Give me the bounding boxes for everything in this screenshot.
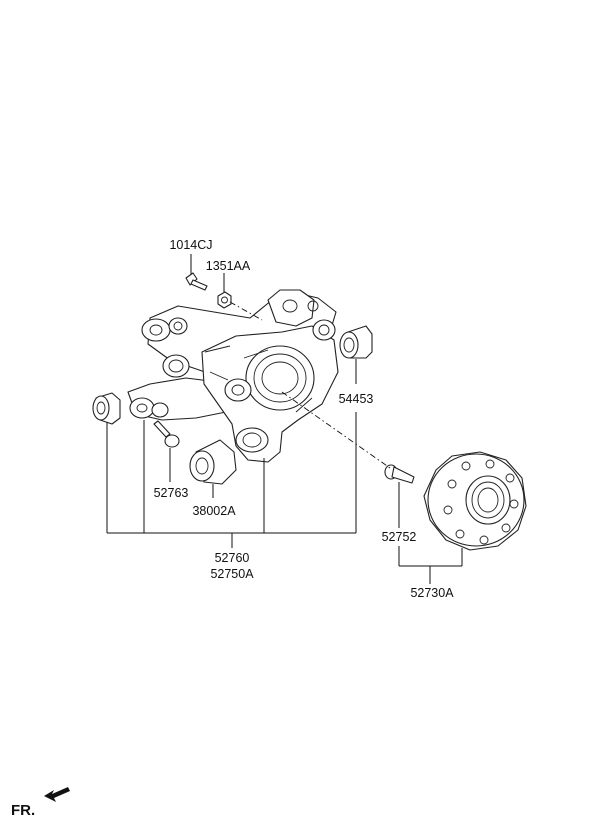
label-1014cj: 1014CJ	[169, 238, 212, 252]
label-1351aa: 1351AA	[206, 259, 251, 273]
bushing-54453-illustration	[339, 325, 373, 359]
label-54453: 54453	[339, 392, 374, 406]
bushing-left-illustration	[92, 392, 121, 425]
label-52760: 52760	[215, 551, 250, 565]
hub-assembly-52730a-illustration	[423, 451, 527, 551]
label-52730a: 52730A	[410, 586, 454, 600]
bolt-1014cj-illustration	[185, 272, 208, 291]
label-38002a: 38002A	[192, 504, 236, 518]
rear-knuckle-illustration	[127, 289, 339, 463]
leader-lines	[106, 254, 463, 584]
hub-bolt-52752-illustration	[384, 464, 415, 484]
label-52763: 52763	[154, 486, 189, 500]
bolt-52763-illustration	[153, 420, 180, 448]
bushing-38002a-illustration	[189, 439, 237, 485]
front-direction-label: FR.	[11, 802, 35, 819]
nut-1351aa-illustration	[217, 291, 232, 309]
label-52750a: 52750A	[210, 567, 254, 581]
label-52752: 52752	[382, 530, 417, 544]
front-direction-arrow-icon	[44, 787, 70, 802]
